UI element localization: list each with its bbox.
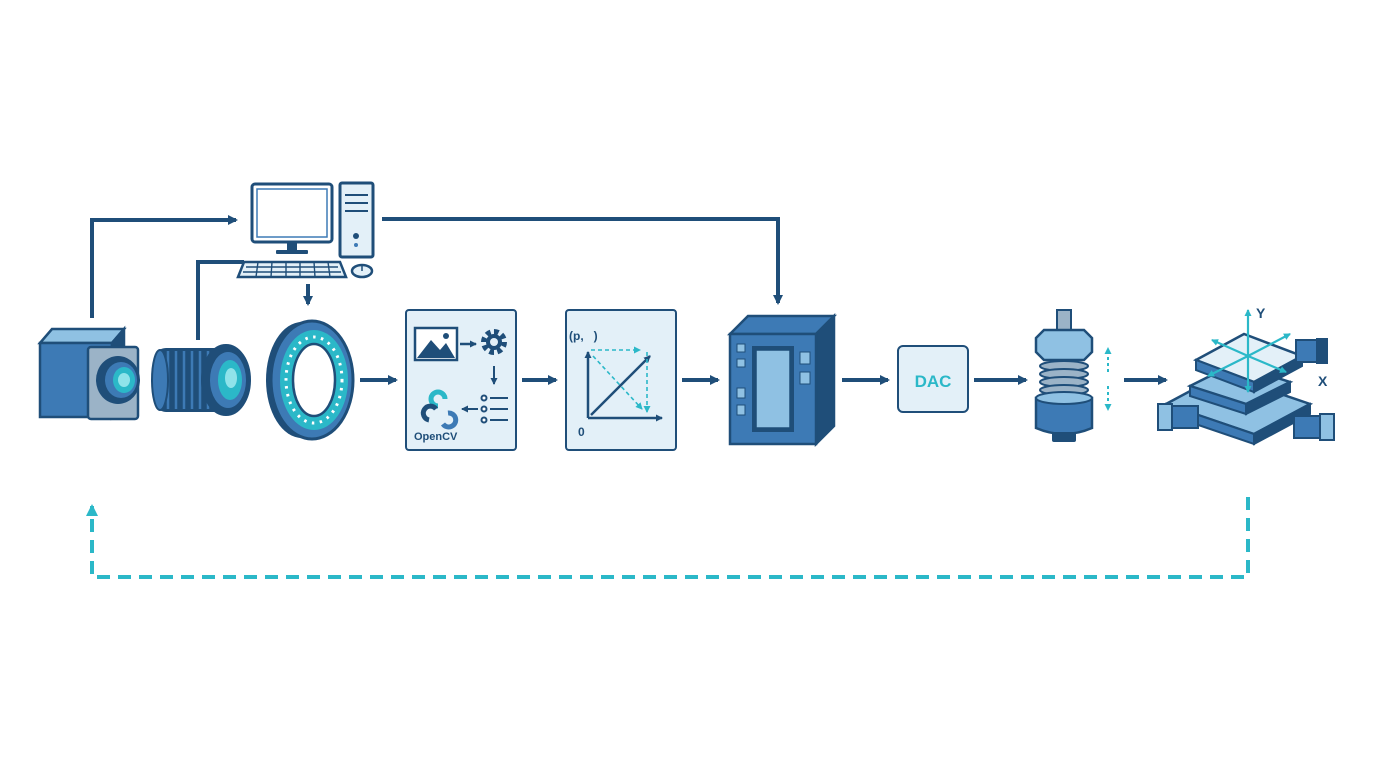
y-axis-label: Y xyxy=(1256,305,1266,321)
mapping-point-label: (p, ) xyxy=(569,329,598,343)
motion-controller-icon xyxy=(726,312,838,448)
motor-left xyxy=(1157,403,1199,431)
dac-box: DAC xyxy=(897,345,969,413)
lens-icon xyxy=(151,344,251,416)
connectors xyxy=(90,215,1168,385)
computer-icon xyxy=(236,181,375,279)
computer-to-controller-arrow xyxy=(382,217,783,305)
coordinate-mapping-box: (p, ) 0 xyxy=(565,309,677,451)
camera-to-computer-arrow xyxy=(90,215,238,318)
image-icon xyxy=(413,326,459,362)
opencv-logo-icon xyxy=(420,389,459,430)
motor-top-right xyxy=(1295,338,1328,364)
dac-label: DAC xyxy=(915,372,952,391)
xy-stage-icon: Y X xyxy=(1157,305,1335,446)
lens-to-computer-line xyxy=(196,260,244,340)
gear-icon xyxy=(481,329,507,355)
image-processing-box: OpenCV xyxy=(405,309,517,451)
ring-light-icon xyxy=(266,319,355,441)
actuator-icon xyxy=(1034,309,1112,442)
software-label: OpenCV xyxy=(414,431,458,443)
mapping-origin-label: 0 xyxy=(578,425,585,439)
x-axis-label: X xyxy=(1318,373,1328,389)
camera-icon xyxy=(37,325,140,421)
motor-bottom-right xyxy=(1293,413,1335,441)
feedback-loop-arrow xyxy=(86,497,1250,579)
list-icon xyxy=(480,394,508,424)
